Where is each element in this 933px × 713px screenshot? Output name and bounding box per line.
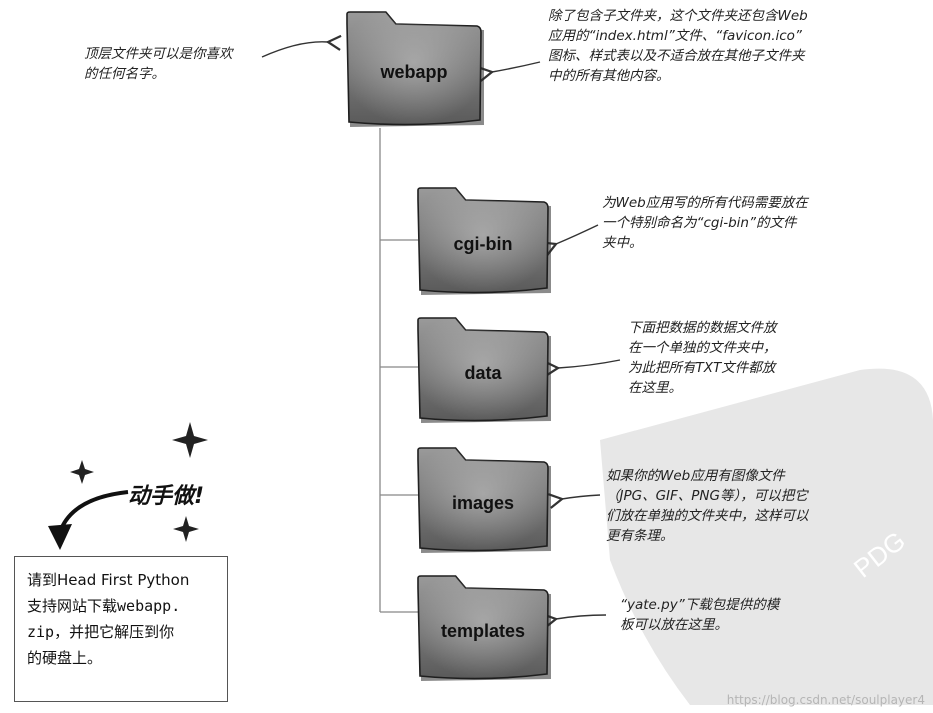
folder-label-webapp: webapp: [380, 62, 448, 82]
arrow-images: [548, 493, 601, 509]
watermark-url: https://blog.csdn.net/soulplayer4: [726, 693, 925, 707]
folder-label-cgi-bin: cgi-bin: [453, 234, 513, 254]
tip-code-1: webapp.: [117, 597, 181, 615]
folder-cgi-bin[interactable]: cgi-bin: [418, 188, 548, 292]
arrow-cgi-bin: [541, 224, 599, 257]
tip-code-2: zip: [27, 623, 55, 641]
note-cgi-bin: 为Web应用写的所有代码需要放在 一个特别命名为“cgi-bin”的文件 夹中。: [602, 195, 808, 251]
tip-arrow-head: [48, 524, 72, 550]
folder-icon: [346, 11, 484, 127]
folder-icon: [417, 447, 551, 553]
note-data: 下面把数据的数据文件放 在一个单独的文件夹中， 为此把所有TXT文件都放 在这里…: [628, 320, 777, 396]
folder-icon: [417, 317, 551, 423]
folder-templates[interactable]: templates: [418, 576, 548, 678]
arrow-webapp: [478, 61, 541, 82]
folder-icon: [417, 187, 551, 295]
folder-label-images: images: [451, 493, 515, 513]
arrow-templates: [542, 613, 607, 629]
note-images: 如果你的Web应用有图像文件 （JPG、GIF、PNG等），可以把它 们放在单独…: [606, 468, 809, 544]
watermark-shape: [600, 368, 933, 705]
tip-line-2: 支持网站下载webapp.: [27, 597, 181, 615]
tip-line-4: 的硬盘上。: [27, 649, 103, 667]
note-templates: “yate.py”下载包提供的模 板可以放在这里。: [620, 597, 780, 633]
callout-do-it: 动手做!: [128, 484, 205, 509]
arrow-data: [544, 359, 621, 377]
folder-webapp[interactable]: webapp: [347, 12, 481, 124]
tip-line-1: 请到Head First Python: [27, 571, 190, 589]
tip-line-3: zip，并把它解压到你: [27, 623, 175, 641]
note-top-level: 顶层文件夹可以是你喜欢 的任何名字。: [84, 46, 233, 82]
folder-icon: [417, 575, 551, 681]
folder-images[interactable]: images: [418, 448, 548, 550]
sparkle-icon: [70, 422, 208, 542]
folder-label-data: data: [464, 363, 502, 383]
note-webapp: 除了包含子文件夹，这个文件夹还包含Web 应用的“index.html”文件、“…: [548, 8, 808, 84]
folder-label-templates: templates: [440, 621, 526, 641]
tip-box: 请到Head First Python 支持网站下载webapp. zip，并把…: [14, 556, 228, 702]
arrow-top-level: [261, 34, 342, 58]
folder-data[interactable]: data: [418, 318, 548, 420]
